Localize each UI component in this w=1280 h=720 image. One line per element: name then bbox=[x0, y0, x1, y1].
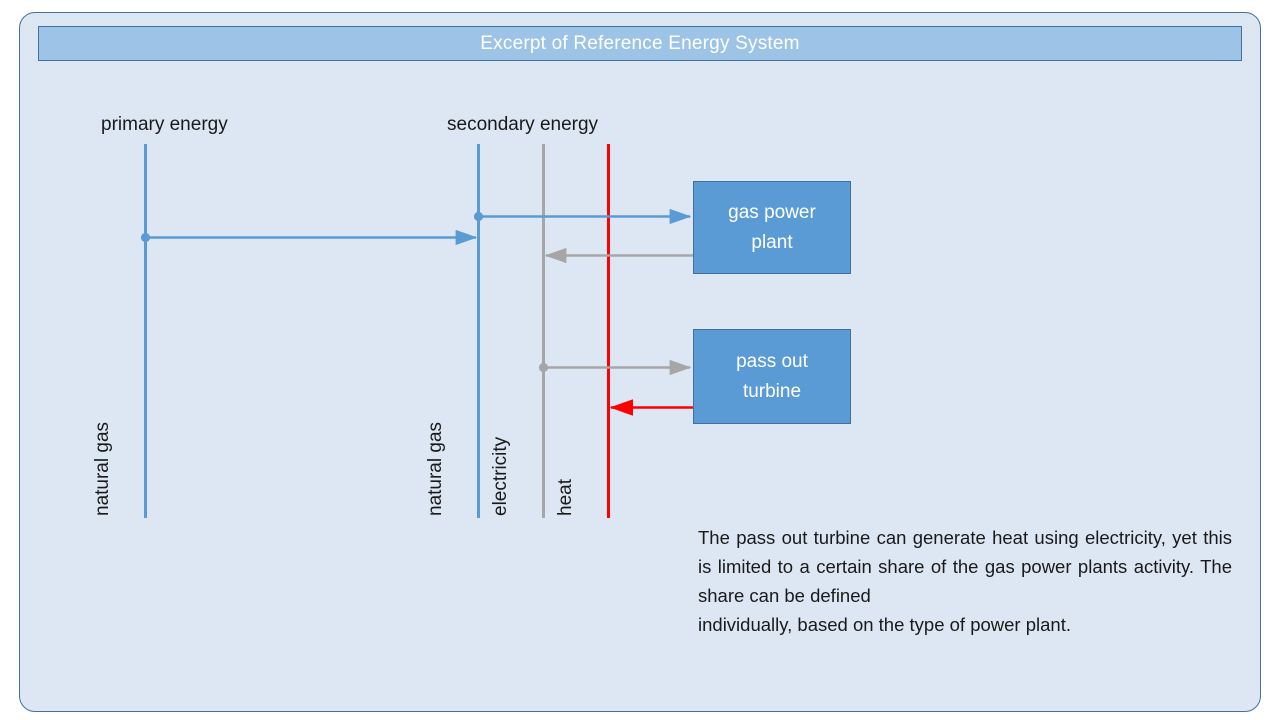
group-label-secondary-energy: secondary energy bbox=[447, 114, 599, 135]
carrier-label-secondary-natural-gas: natural gas bbox=[425, 421, 446, 516]
description-last-line: individually, based on the type of power… bbox=[698, 614, 1071, 635]
process-label-pass-out-turbine: pass out turbine bbox=[736, 347, 808, 406]
process-box-gas-power-plant[interactable]: gas power plant bbox=[693, 181, 851, 274]
group-label-primary-energy: primary energy bbox=[101, 114, 228, 135]
process-box-pass-out-turbine[interactable]: pass out turbine bbox=[693, 329, 851, 424]
description-body: The pass out turbine can generate heat u… bbox=[698, 527, 1232, 606]
process-label-line2: plant bbox=[751, 231, 793, 253]
process-label-gas-power-plant: gas power plant bbox=[728, 198, 816, 257]
slide-panel bbox=[19, 12, 1261, 712]
slide-title-bar: Excerpt of Reference Energy System bbox=[38, 26, 1242, 61]
process-label-line2: turbine bbox=[742, 380, 802, 402]
carrier-label-primary-natural-gas: natural gas bbox=[92, 421, 113, 516]
carrier-label-heat: heat bbox=[555, 479, 576, 516]
carrier-label-electricity: electricity bbox=[490, 436, 511, 516]
process-label-line1: pass out bbox=[736, 351, 808, 373]
description-text: The pass out turbine can generate heat u… bbox=[698, 523, 1232, 639]
process-label-line1: gas power bbox=[728, 202, 816, 224]
page-title: Excerpt of Reference Energy System bbox=[480, 33, 800, 54]
